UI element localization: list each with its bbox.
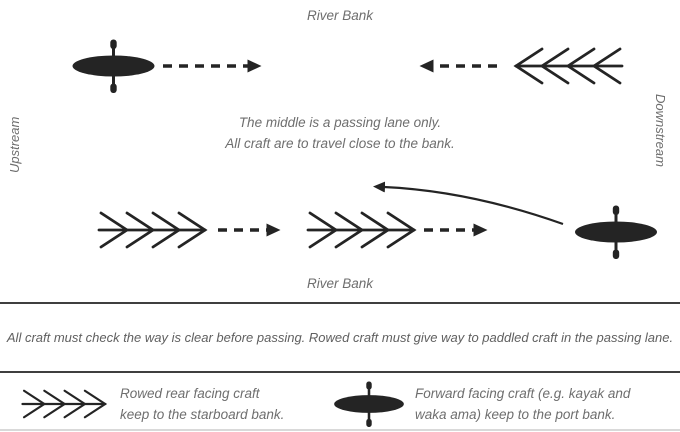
- passing-rule-text: All craft must check the way is clear be…: [6, 330, 674, 345]
- legend-kayak-icon: [334, 381, 404, 427]
- rowed-craft-top-lane-icon: [514, 47, 624, 85]
- rowed-craft-bottom-lane-1-icon: [97, 211, 207, 249]
- legend-rowed-craft-caption: Rowed rear facing craft keep to the star…: [120, 383, 284, 425]
- legend-rowed-craft-icon: [21, 389, 107, 419]
- river-bank-bottom-label: River Bank: [306, 276, 374, 291]
- kayak-bottom-lane-icon: [575, 205, 657, 259]
- legend-forward-line1: Forward facing craft (e.g. kayak and: [415, 386, 631, 401]
- passing-lane-note-line1: The middle is a passing lane only.: [238, 115, 442, 130]
- bank-divider-bottom: [0, 371, 680, 374]
- river-bank-top-label: River Bank: [306, 8, 374, 23]
- kayak-top-lane-icon: [72, 39, 155, 93]
- rowed-craft-bottom-lane-2-icon: [306, 211, 416, 249]
- legend-rowed-line2: keep to the starboard bank.: [120, 407, 285, 422]
- legend-rowed-line1: Rowed rear facing craft: [120, 386, 260, 401]
- legend-forward-line2: waka ama) keep to the port bank.: [415, 407, 616, 422]
- passing-lane-note-line2: All craft are to travel close to the ban…: [225, 135, 455, 151]
- passing-lane-note: The middle is a passing lane only. All c…: [0, 113, 680, 154]
- bottom-edge-line: [0, 429, 680, 431]
- passing-curve-arrow-icon: [373, 181, 564, 226]
- legend-forward-craft-caption: Forward facing craft (e.g. kayak and wak…: [415, 383, 630, 425]
- bank-divider-top: [0, 302, 680, 305]
